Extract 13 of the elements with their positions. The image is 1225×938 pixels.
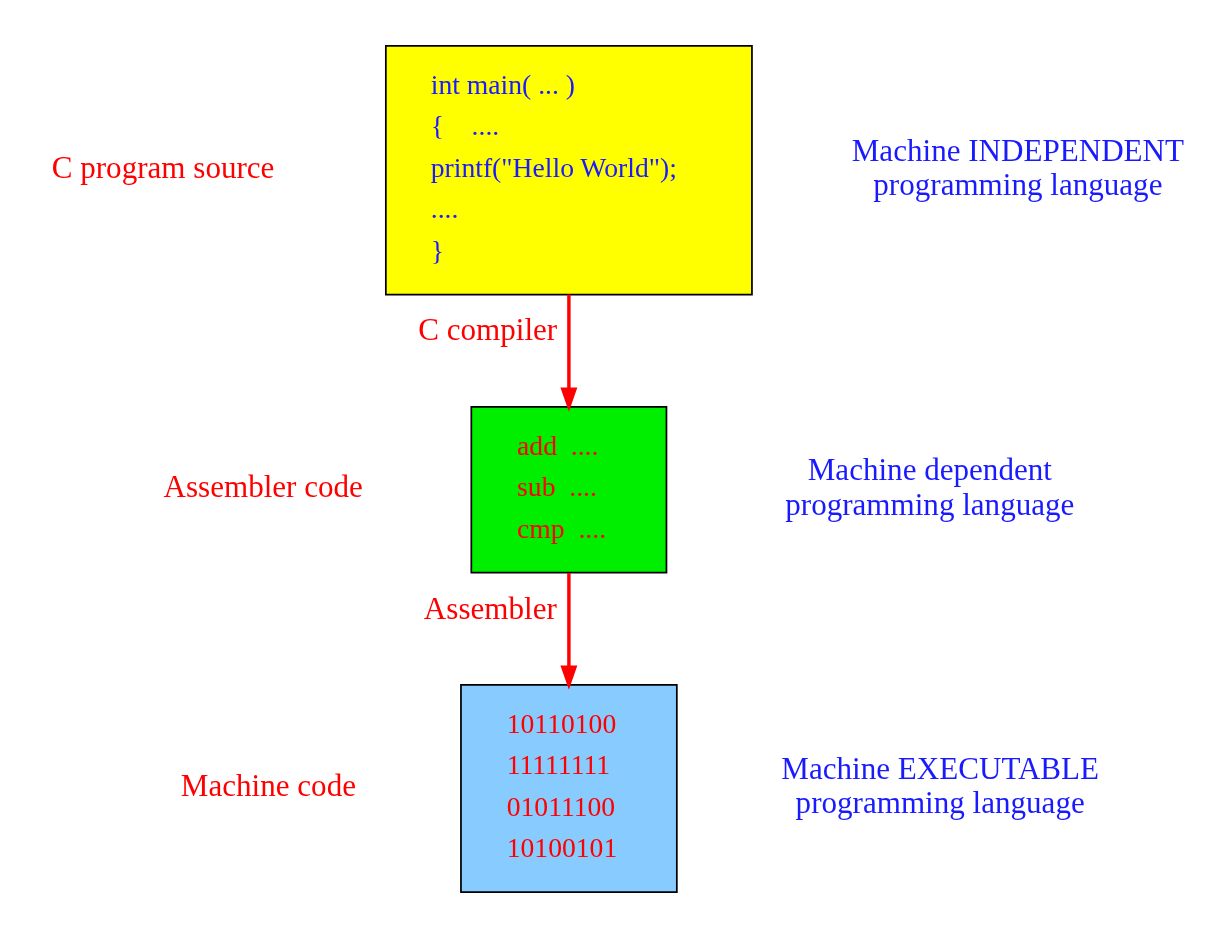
node-box: add .... sub .... cmp .... (470, 405, 668, 574)
node-label: Machine dependent programming language (785, 452, 1075, 522)
node-box: int main( ... ) { .... printf("Hello World"); .... } (384, 45, 753, 296)
node-label: C program source (51, 149, 275, 185)
arrow (560, 572, 578, 690)
node-label: Assembler code (163, 469, 363, 505)
node-box: 10110100 11111111 01011100 10100101 (460, 684, 678, 893)
edge-label: C compiler (418, 312, 558, 348)
node-label: Machine code (180, 768, 356, 804)
node-label: Machine EXECUTABLE programming language (781, 750, 1100, 821)
arrow (560, 294, 578, 412)
node-label: Machine INDEPENDENT programming language (851, 132, 1185, 203)
edge-label: Assembler (423, 591, 557, 627)
